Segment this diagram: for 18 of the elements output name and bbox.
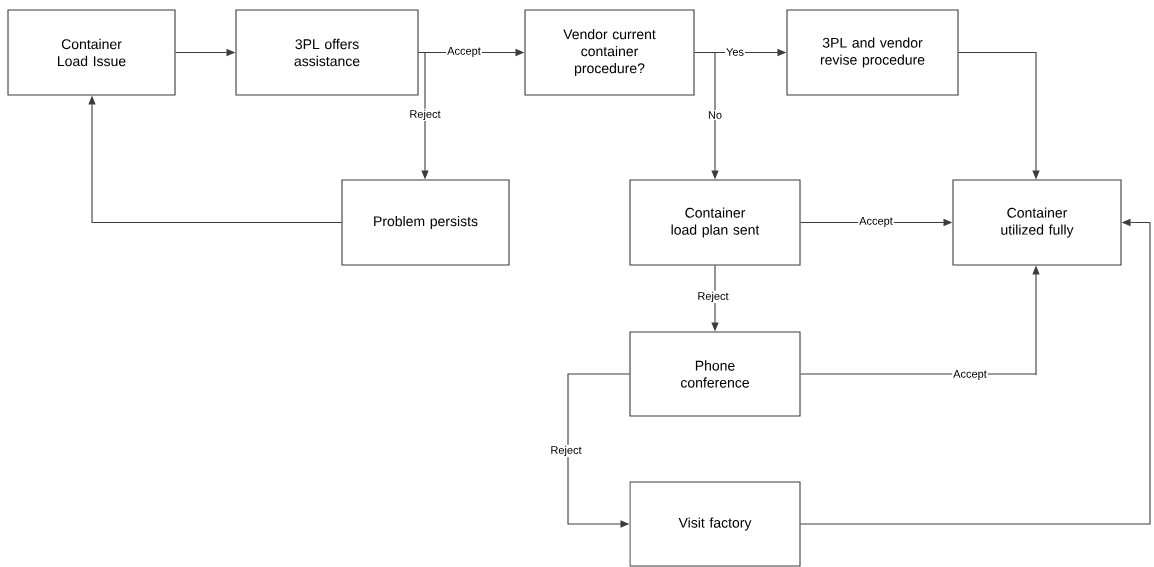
process-box: Container Load Issue (7, 9, 176, 96)
process-box: Vendor current container procedure? (524, 9, 695, 96)
edge-label: Accept (446, 46, 482, 58)
edge-label: Reject (408, 108, 442, 122)
process-box: 3PL and vendor revise procedure (786, 9, 959, 96)
process-box: Container utilized fully (952, 179, 1122, 266)
process-box: Visit factory (629, 481, 801, 567)
edge-label: Reject (696, 290, 730, 304)
process-box: 3PL offers assistance (235, 9, 419, 96)
process-box: Problem persists (341, 179, 510, 266)
edge-label: Accept (858, 216, 894, 228)
edge-label: Reject (549, 444, 583, 458)
edge-label: Accept (952, 369, 988, 381)
process-box: Phone conference (629, 331, 801, 417)
arrow (567, 373, 630, 528)
edge-label: Yes (725, 47, 745, 57)
process-box: Container load plan sent (629, 179, 801, 266)
edge-label: No (706, 110, 724, 120)
